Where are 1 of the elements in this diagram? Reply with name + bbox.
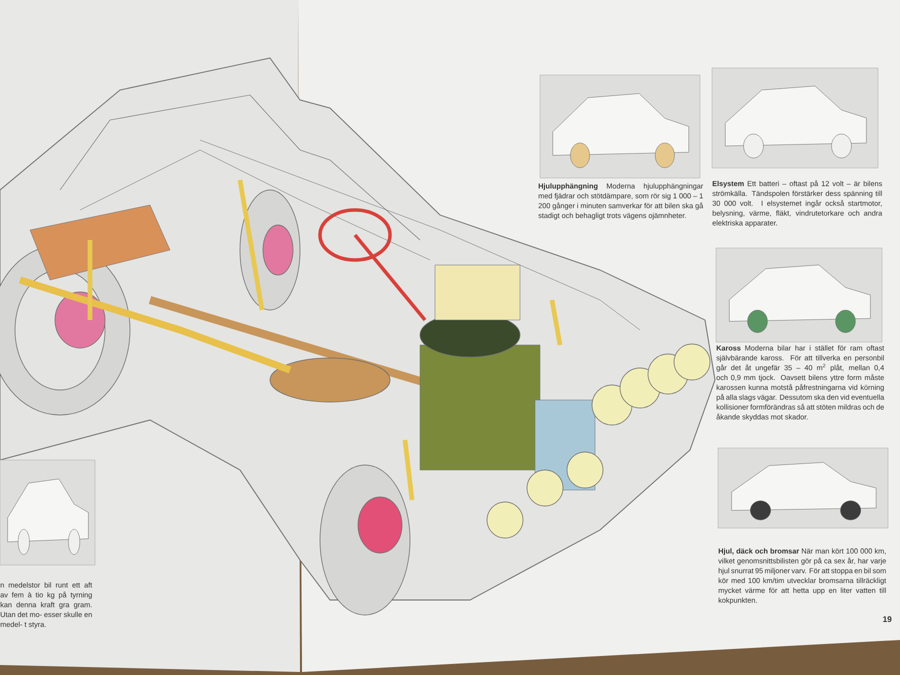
page-number: 19	[883, 616, 892, 622]
